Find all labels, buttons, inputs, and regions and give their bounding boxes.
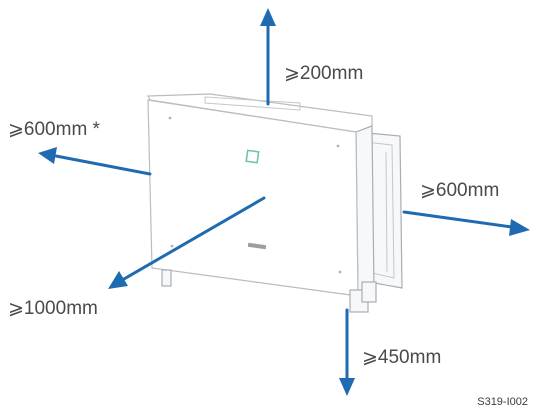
left-arrowhead: [38, 147, 57, 164]
front-clearance-label: ⩾1000mm: [8, 298, 98, 319]
screw-dot: [170, 244, 174, 248]
led-indicator-icon: [245, 149, 260, 164]
right-arrow: [402, 210, 514, 229]
bottom-arrowhead: [339, 378, 355, 396]
connector-left: [161, 269, 172, 287]
connector-right-2: [361, 281, 377, 303]
clearance-arrows: [38, 8, 530, 396]
inverter-drawing: [147, 93, 403, 313]
inverter-side-face: [355, 125, 375, 297]
left-clearance-label: ⩾600mm *: [8, 119, 101, 140]
front-arrow: [122, 196, 266, 281]
top-clearance-label: ⩾200mm: [284, 63, 363, 84]
front-arrowhead: [108, 271, 128, 289]
bracket-rib: [385, 151, 388, 273]
screw-dot: [168, 116, 172, 120]
bottom-clearance-label: ⩾450mm: [362, 347, 441, 368]
left-arrow: [54, 154, 152, 176]
screw-dot: [336, 144, 340, 148]
top-arrowhead: [260, 8, 276, 26]
brand-label: [247, 242, 267, 250]
screw-dot: [338, 270, 342, 274]
figure-code: S319-I002: [477, 396, 528, 408]
right-clearance-label: ⩾600mm: [420, 180, 499, 201]
inverter-front-face: [147, 99, 359, 297]
right-arrowhead: [509, 219, 530, 236]
